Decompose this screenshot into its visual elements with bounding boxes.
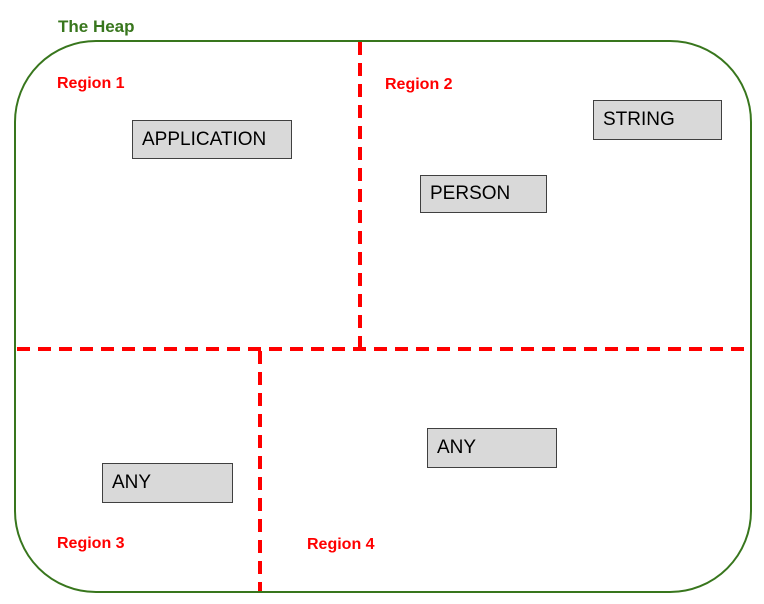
- region-3-label: Region 3: [57, 535, 125, 552]
- object-box-string: STRING: [593, 100, 722, 140]
- region-2-label: Region 2: [385, 76, 453, 93]
- heap-boundary: [14, 40, 752, 593]
- object-box-any-region3: ANY: [102, 463, 233, 503]
- region-4-label: Region 4: [307, 536, 375, 553]
- object-box-any-region4: ANY: [427, 428, 557, 468]
- object-box-application: APPLICATION: [132, 120, 292, 159]
- heap-title: The Heap: [58, 17, 135, 36]
- region-1-label: Region 1: [57, 75, 125, 92]
- object-box-person: PERSON: [420, 175, 547, 213]
